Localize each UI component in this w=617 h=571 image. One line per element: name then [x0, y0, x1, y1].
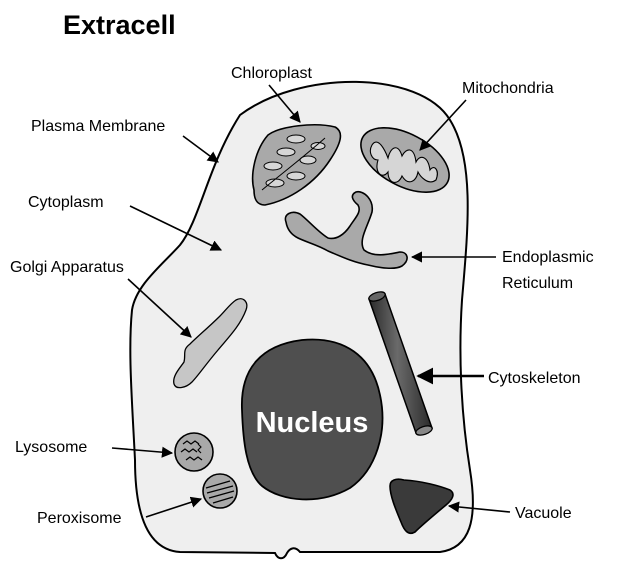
label-golgi-apparatus: Golgi Apparatus	[10, 259, 124, 276]
label-plasma-membrane: Plasma Membrane	[31, 118, 165, 135]
nucleus-label: Nucleus	[256, 407, 369, 439]
label-vacuole: Vacuole	[515, 505, 572, 522]
arrow-plasma-membrane	[183, 136, 218, 162]
label-endoplasmic: Endoplasmic	[502, 249, 594, 266]
label-chloroplast: Chloroplast	[231, 65, 312, 82]
label-reticulum: Reticulum	[502, 275, 573, 292]
diagram-title: Extracell	[63, 10, 176, 40]
label-lysosome: Lysosome	[15, 439, 87, 456]
peroxisome	[203, 474, 237, 508]
label-mitochondria: Mitochondria	[462, 80, 554, 97]
label-cytoplasm: Cytoplasm	[28, 194, 104, 211]
label-peroxisome: Peroxisome	[37, 510, 122, 527]
label-cytoskeleton: Cytoskeleton	[488, 370, 581, 387]
lysosome	[175, 433, 213, 471]
